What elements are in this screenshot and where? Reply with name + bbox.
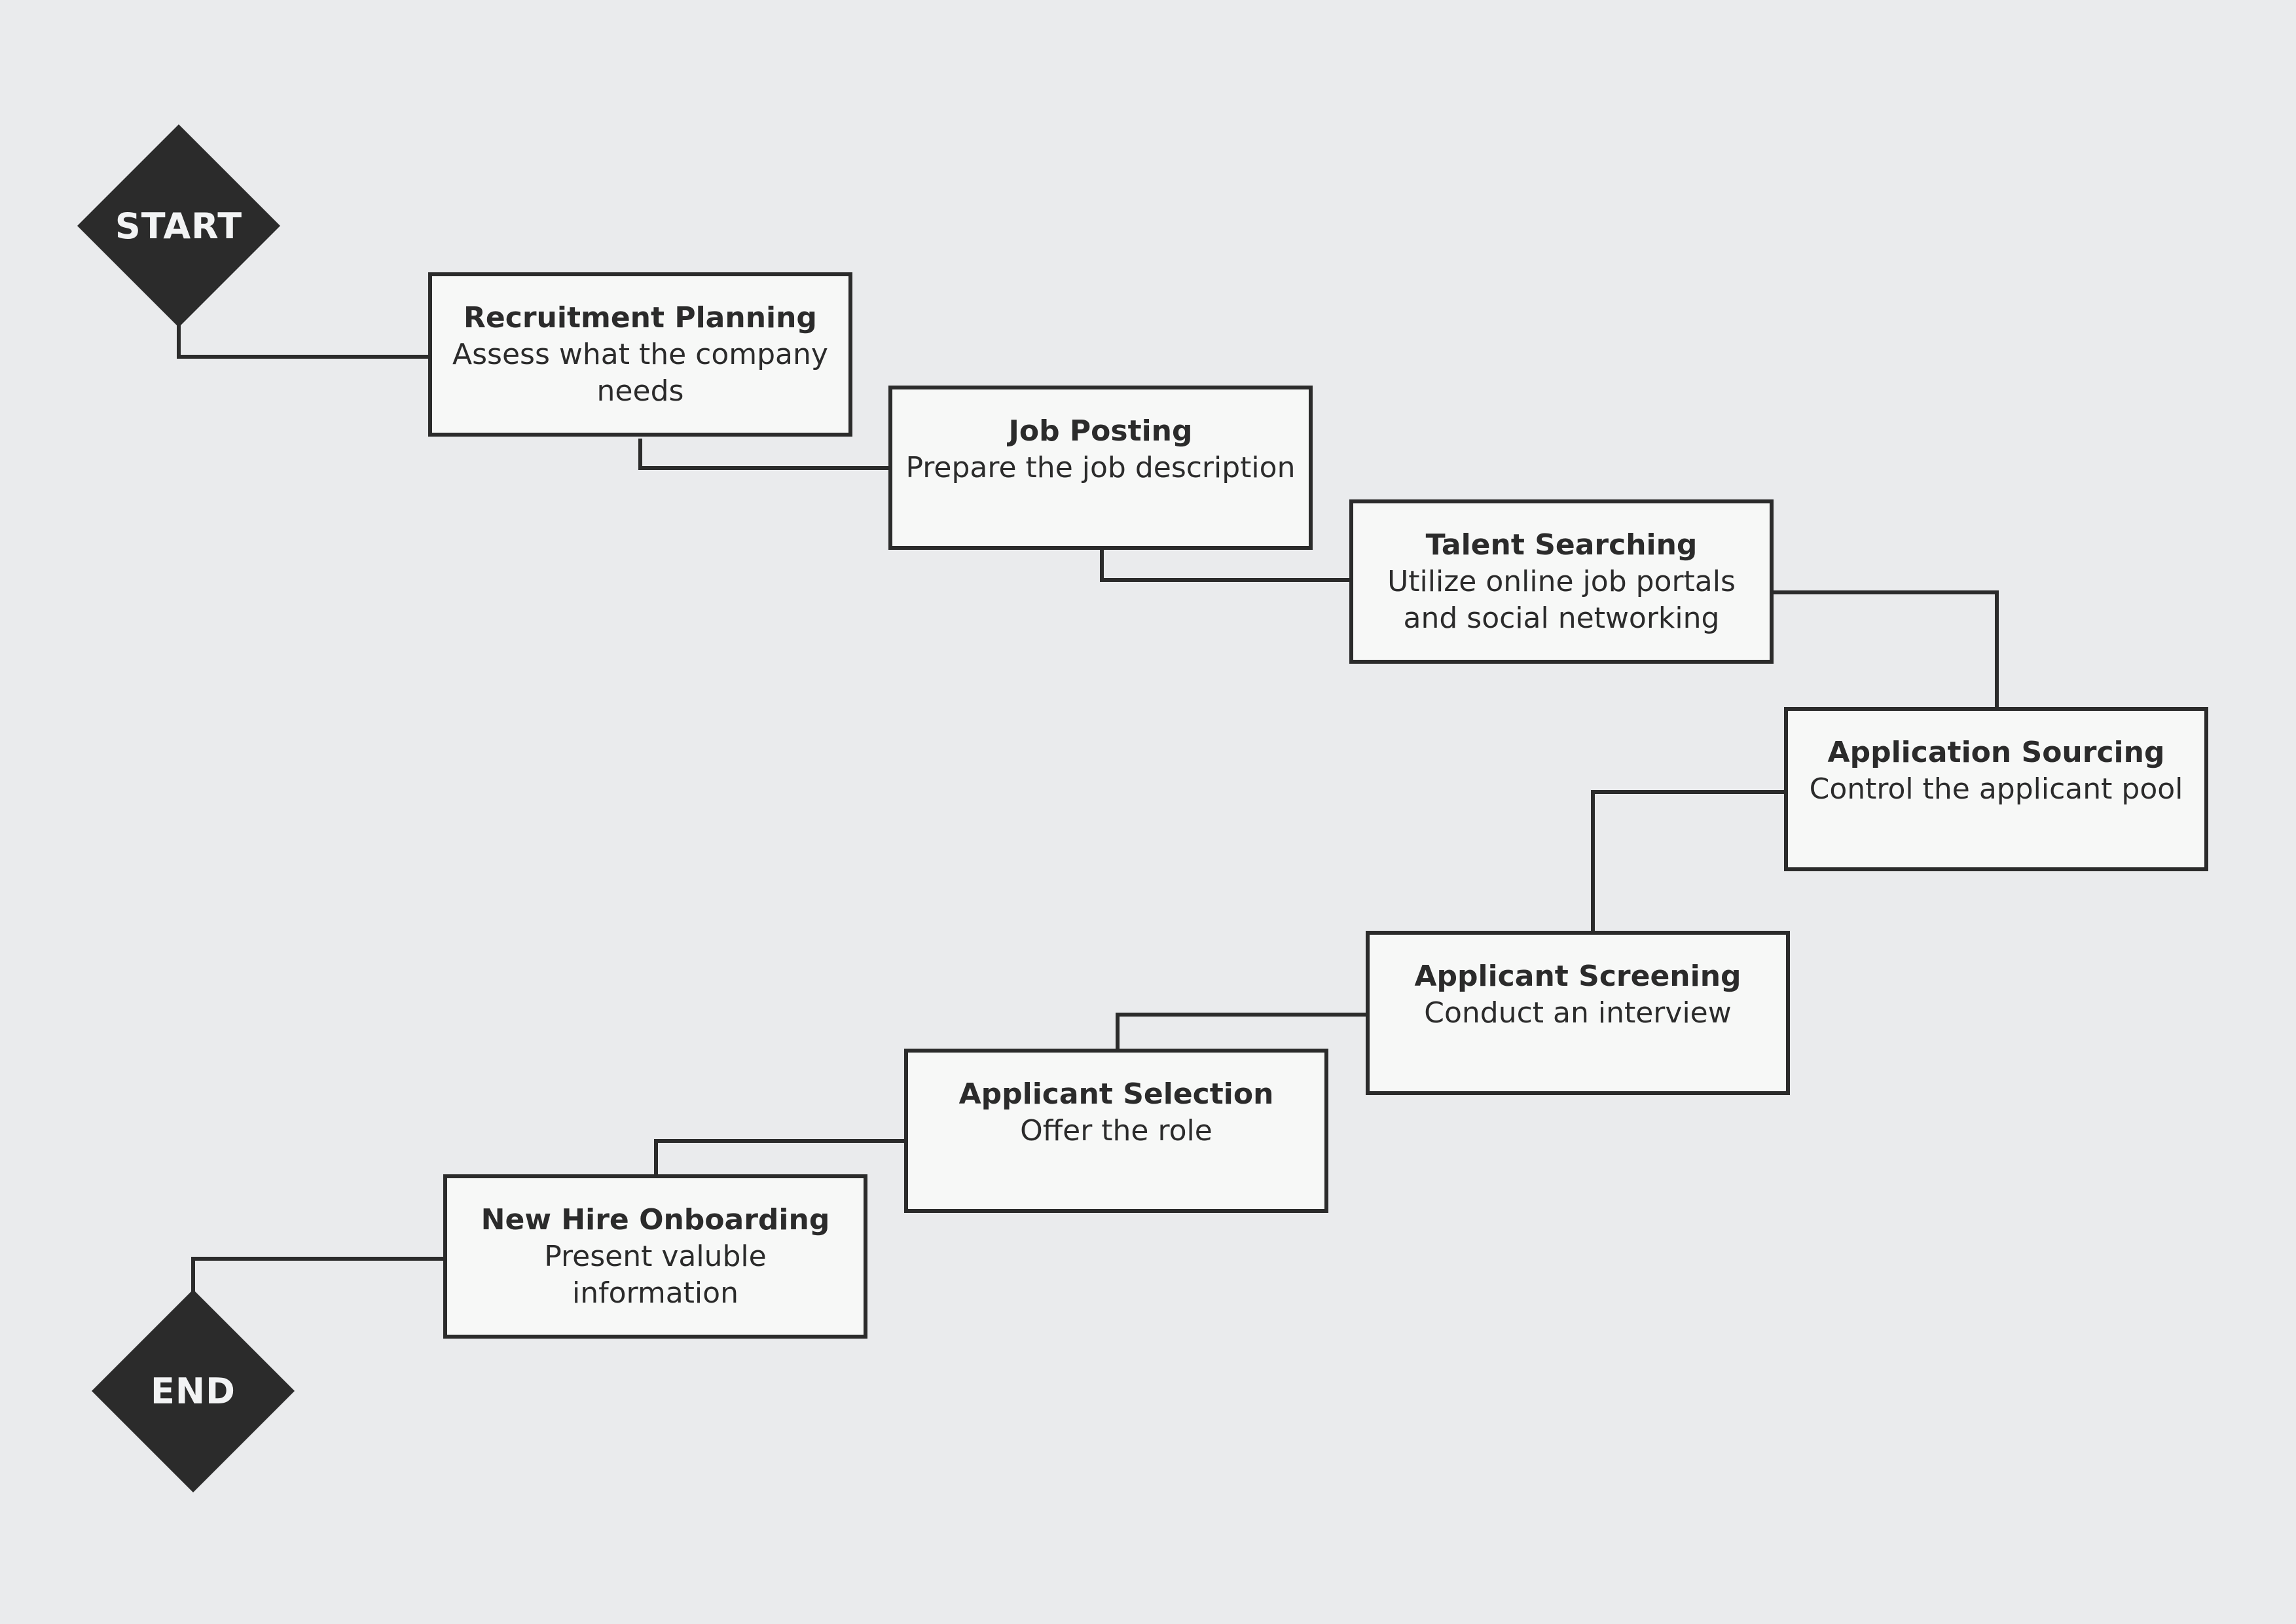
step-description: Assess what the company needs xyxy=(452,338,828,408)
start-diamond-shape xyxy=(77,124,280,327)
step-description: Present valuble information xyxy=(544,1240,767,1310)
step-description: Prepare the job description xyxy=(905,451,1296,484)
connector-new-hire-onboarding-to-end xyxy=(191,1257,443,1291)
end-diamond-shape xyxy=(92,1290,295,1492)
step-talent-searching: Talent Searching Utilize online job port… xyxy=(1349,499,1774,664)
connector-applicant-selection-to-new-hire-onboarding xyxy=(654,1139,904,1174)
step-applicant-selection: Applicant Selection Offer the role xyxy=(904,1049,1328,1213)
step-application-sourcing: Application Sourcing Control the applica… xyxy=(1784,707,2208,871)
step-applicant-screening: Applicant Screening Conduct an interview xyxy=(1366,931,1790,1095)
start-terminal: START xyxy=(77,124,280,327)
step-title: Applicant Selection xyxy=(958,1077,1274,1111)
step-description: Utilize online job portals and social ne… xyxy=(1387,565,1736,635)
end-terminal: END xyxy=(92,1290,295,1492)
step-recruitment-planning: Recruitment Planning Assess what the com… xyxy=(428,272,852,437)
step-description: Offer the role xyxy=(1020,1114,1212,1147)
step-new-hire-onboarding: New Hire Onboarding Present valuble info… xyxy=(443,1174,867,1339)
start-label: START xyxy=(115,205,243,247)
step-title: Application Sourcing xyxy=(1827,736,2165,769)
connector-job-posting-to-talent-searching xyxy=(1100,550,1349,582)
step-job-posting: Job Posting Prepare the job description xyxy=(888,386,1313,550)
step-title: Talent Searching xyxy=(1425,528,1698,562)
step-description: Conduct an interview xyxy=(1424,996,1732,1030)
step-title: New Hire Onboarding xyxy=(481,1203,830,1236)
connector-application-sourcing-to-applicant-screening xyxy=(1591,790,1784,931)
connector-recruitment-planning-to-job-posting xyxy=(638,439,888,470)
connector-start-to-recruitment-planning xyxy=(177,324,428,359)
step-title: Applicant Screening xyxy=(1414,960,1741,993)
end-label: END xyxy=(151,1370,236,1412)
step-title: Job Posting xyxy=(1008,414,1193,448)
step-description: Control the applicant pool xyxy=(1809,772,2183,806)
step-title: Recruitment Planning xyxy=(464,301,817,334)
connector-talent-searching-to-application-sourcing xyxy=(1774,590,1999,707)
connector-applicant-screening-to-applicant-selection xyxy=(1116,1013,1366,1049)
